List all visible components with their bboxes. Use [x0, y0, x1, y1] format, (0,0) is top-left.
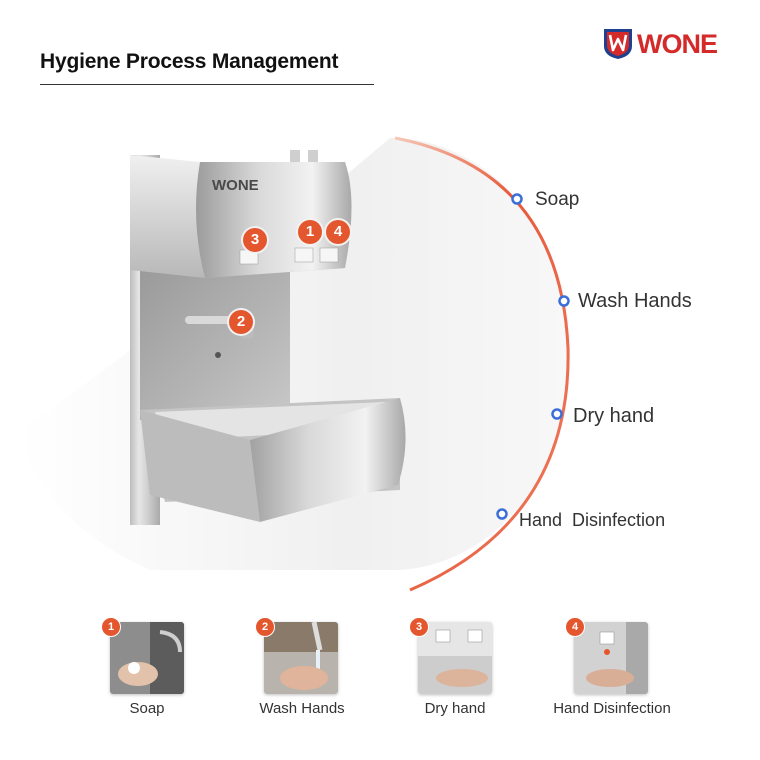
- step-soap-number: 1: [101, 617, 121, 637]
- wone-logo: WONE: [604, 29, 718, 59]
- page-title: Hygiene Process Management: [40, 50, 339, 73]
- step-hand-disinfection-number: 4: [565, 617, 585, 637]
- arc-label-dry-hand: Dry hand: [573, 405, 655, 427]
- step-soap-label: Soap: [129, 700, 165, 717]
- arc-label-soap: Soap: [535, 189, 580, 210]
- step-hand-disinfection-image: [574, 622, 648, 694]
- arc-dot-soap: [511, 193, 523, 205]
- svg-text:WONE: WONE: [212, 177, 259, 194]
- device-badge-4: 4: [326, 220, 350, 244]
- process-steps: 1 Soap 2 Wash Hands 3 Dry hand 4 Hand Di…: [0, 610, 760, 730]
- arc-label-wash-hands: Wash Hands: [578, 290, 692, 312]
- svg-text:WONE: WONE: [637, 29, 717, 59]
- step-wash-hands-number: 2: [255, 617, 275, 637]
- arc-dot-disinfect: [496, 508, 508, 520]
- arc-label-hand-disinfection: Hand Disinfection: [519, 510, 666, 530]
- device-badge-1: 1: [298, 220, 322, 244]
- step-wash-hands-image: [264, 622, 338, 694]
- title-underline: [40, 84, 374, 85]
- arc-dot-wash: [558, 295, 570, 307]
- hygiene-station-image: WONE: [130, 150, 406, 525]
- step-dry-hand-image: [418, 622, 492, 694]
- step-hand-disinfection-label: Hand Disinfection: [553, 700, 671, 717]
- step-dry-hand-number: 3: [409, 617, 429, 637]
- arc-dot-dry: [551, 408, 563, 420]
- device-badge-3: 3: [243, 228, 267, 252]
- device-badge-2: 2: [229, 310, 253, 334]
- step-dry-hand-label: Dry hand: [424, 700, 486, 717]
- step-soap-image: [110, 622, 184, 694]
- step-wash-hands-label: Wash Hands: [259, 700, 345, 717]
- process-arc: [394, 136, 570, 592]
